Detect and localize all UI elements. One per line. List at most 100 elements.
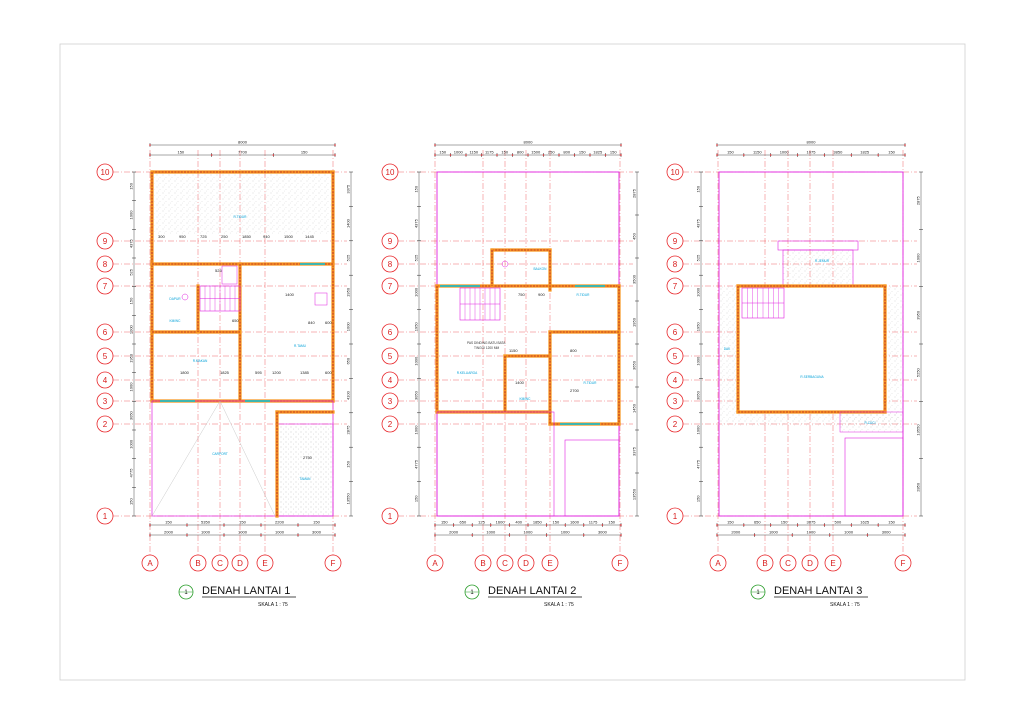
- right-dims-value: 5250: [916, 367, 921, 377]
- col-axis-label-bubble: [211, 554, 229, 572]
- inner-dim: 1150: [509, 348, 518, 353]
- top-total-dim-tickdot: [149, 144, 151, 146]
- left-dims-value: 4375: [696, 218, 701, 228]
- left-dims-value: 3050: [129, 410, 134, 420]
- top-dims-tickdot: [210, 154, 213, 156]
- row-axis-label: 4: [103, 376, 108, 385]
- right-dims-value: 450: [632, 232, 637, 239]
- left-dims-value: 4375: [414, 218, 419, 228]
- col-axis-label-bubble: [541, 554, 559, 572]
- bottom-dims2-tickdot: [223, 534, 225, 536]
- bottom-dims-tickdot: [452, 524, 455, 526]
- room-label: KM/WC: [520, 397, 532, 401]
- inner-dim: 595: [255, 370, 262, 375]
- left-dims-value: 1000: [696, 356, 701, 366]
- plan-title: DENAH LANTAI 2: [488, 585, 576, 597]
- col-axis-label-bubble: [141, 554, 159, 572]
- row-axis-label-bubble: [666, 507, 684, 525]
- row-axis-label: 5: [673, 352, 678, 361]
- bottom-dims-tickdot: [490, 524, 492, 526]
- bottom-dims-tickdot: [334, 524, 336, 526]
- bottom-dims2-tickdot: [620, 534, 622, 536]
- row-axis-label-bubble: [666, 323, 684, 341]
- left-dims-value: 1000: [129, 210, 134, 220]
- left-dims-value: 150: [414, 495, 419, 502]
- bottom-dims2-tickdot: [545, 534, 548, 536]
- bottom-dims2-tickdot: [753, 534, 756, 536]
- col-axis-label-bubble: [611, 554, 629, 572]
- top-total-dim-tickdot: [620, 144, 622, 146]
- room-label: CARPORT: [212, 452, 228, 456]
- top-dims-tickdot: [573, 154, 576, 156]
- top-dims-tickdot: [558, 154, 560, 156]
- room-fill: [740, 288, 883, 410]
- kitchen-counter-icon: [221, 265, 238, 285]
- left-dims-value: 150: [696, 495, 701, 502]
- inner-dim: 1200: [272, 370, 282, 375]
- lower-roof-outline: [564, 439, 620, 517]
- room-label: BALKON: [534, 267, 548, 271]
- row-axis-label-bubble: [96, 277, 114, 295]
- bottom-dims2-tickdot: [866, 534, 869, 536]
- title-number: 1: [470, 590, 474, 596]
- room-label: KM/WC: [170, 319, 182, 323]
- bottom-dims2-value: 1000: [238, 530, 248, 535]
- right-dims-value: 1950: [346, 287, 351, 297]
- sink-icon: [314, 292, 328, 306]
- right-dims-value: 1950: [632, 317, 637, 327]
- top-dims-tickdot: [877, 154, 879, 156]
- wall-note-line1: PAS DINDING BATU BATA: [467, 341, 506, 345]
- row-axis-label-bubble: [96, 371, 114, 389]
- row-axis-label: 7: [388, 282, 393, 291]
- left-dims-value: 1000: [414, 287, 419, 297]
- right-dims-value: 150: [346, 460, 351, 467]
- row-axis-label-bubble: [666, 255, 684, 273]
- row-axis-label-bubble: [96, 415, 114, 433]
- col-axis-label: A: [147, 559, 153, 568]
- top-dims-tickdot: [496, 154, 498, 156]
- left-dims-value: 525: [129, 268, 134, 275]
- row-axis-label: 8: [103, 260, 108, 269]
- top-dims-tickdot: [480, 154, 483, 156]
- left-dims-value: 150: [129, 297, 134, 304]
- inner-dim: 750: [518, 292, 525, 297]
- sheet-border: [59, 43, 966, 681]
- carport-diagonal: [151, 400, 221, 517]
- row-axis-label: 4: [388, 376, 393, 385]
- top-dims-value: 800: [517, 150, 524, 155]
- bottom-dims-value: 150: [727, 520, 734, 525]
- top-total-dim-tickdot: [334, 144, 336, 146]
- col-axis-label: D: [523, 559, 529, 568]
- top-dims-value: 150: [727, 150, 734, 155]
- col-axis-label: E: [262, 559, 267, 568]
- bottom-dims-value: 650: [460, 520, 467, 525]
- col-axis-label-bubble: [801, 554, 819, 572]
- row-axis-label: 3: [103, 397, 108, 406]
- room-label: R.TIDUR: [577, 293, 591, 297]
- bottom-dims-value: 150: [441, 520, 448, 525]
- bottom-dims-tickdot: [850, 524, 853, 526]
- left-dims-value: 150: [129, 182, 134, 189]
- bottom-dims2-tickdot: [297, 534, 299, 536]
- left-dims-value: 4375: [129, 238, 134, 248]
- bottom-dims-value: 150: [888, 520, 895, 525]
- bottom-dims-value: 1850: [533, 520, 543, 525]
- col-axis-label: B: [480, 559, 485, 568]
- left-dims-value: 3050: [414, 390, 419, 400]
- row-axis-label: 6: [673, 328, 678, 337]
- row-axis-label-bubble: [96, 392, 114, 410]
- bottom-dims-value: 125: [478, 520, 485, 525]
- right-dims-value: 3950: [916, 310, 921, 320]
- bottom-dims-value: 150: [781, 520, 788, 525]
- row-axis-label-bubble: [96, 323, 114, 341]
- lower-roof-outline: [844, 437, 904, 517]
- top-dims-value: 150: [888, 150, 895, 155]
- left-dims-value: 150: [414, 185, 419, 192]
- row-axis-label-bubble: [381, 415, 399, 433]
- col-axis-label: D: [807, 559, 813, 568]
- top-dims-tickdot: [465, 154, 467, 156]
- plan-scale: SKALA 1 : 75: [830, 602, 860, 608]
- room-label: R.MAKAN: [193, 359, 208, 363]
- garden-hatch: [154, 174, 331, 234]
